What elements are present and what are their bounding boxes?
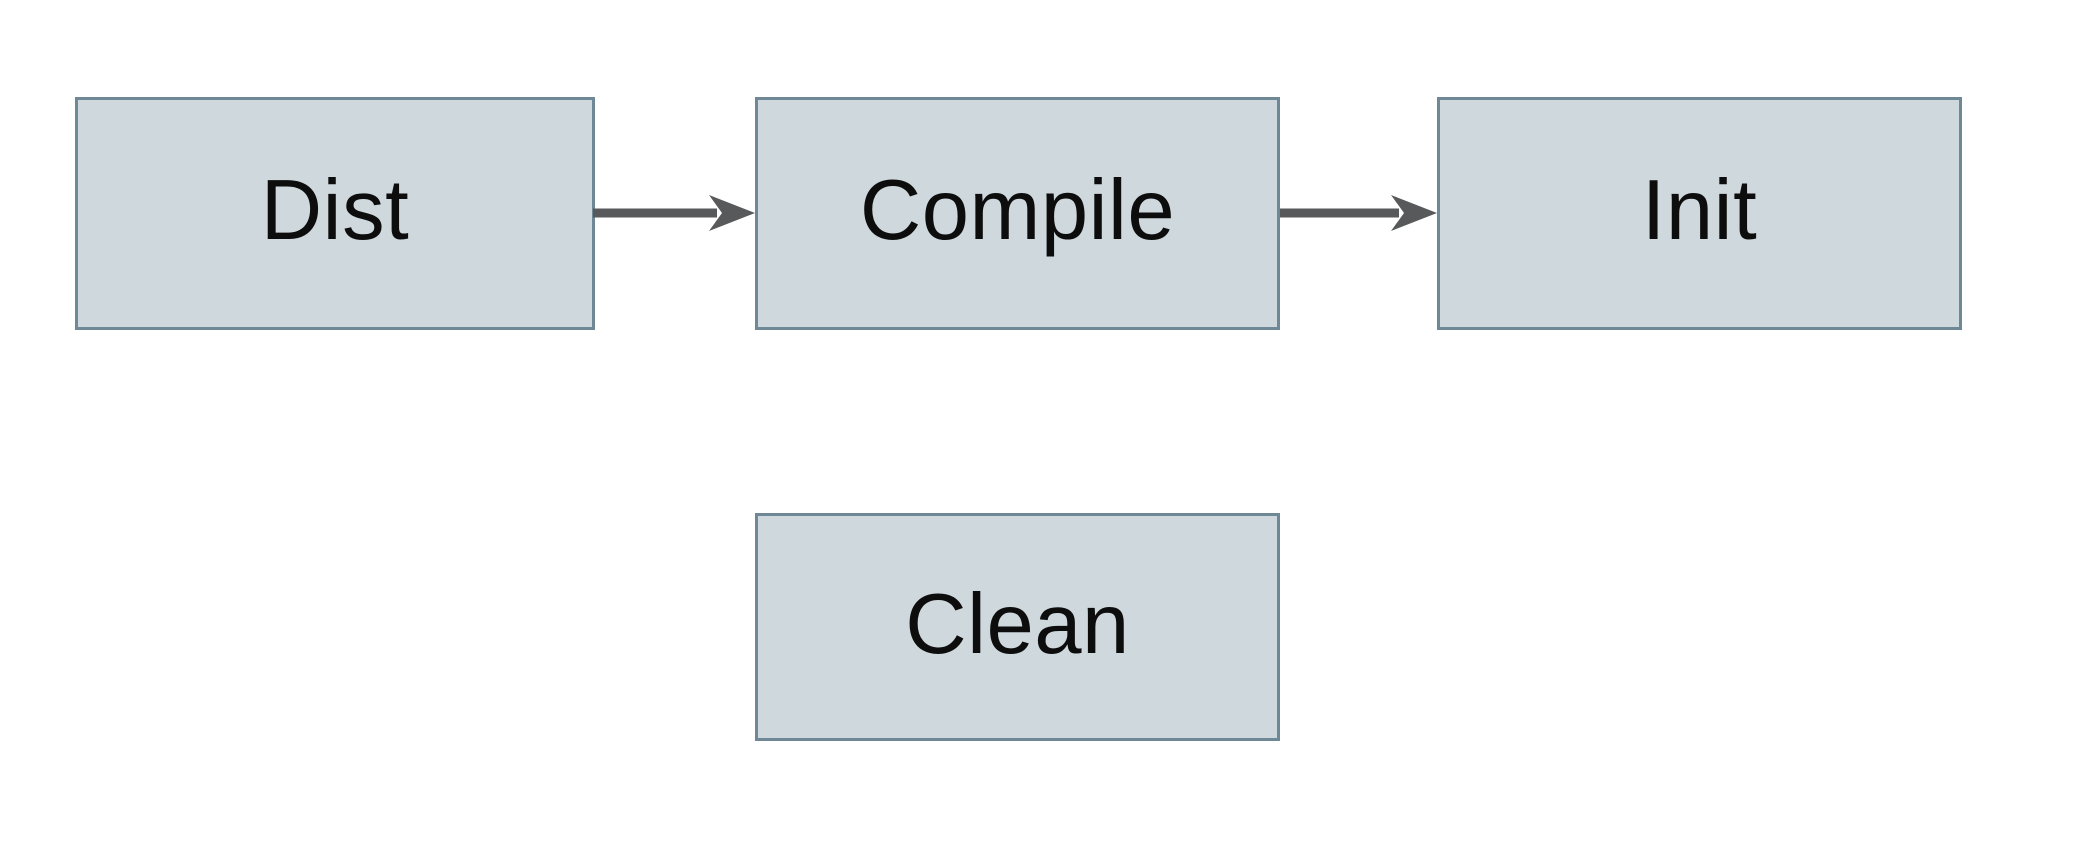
node-dist: Dist: [75, 97, 595, 330]
node-compile-label: Compile: [859, 163, 1176, 258]
node-clean-label: Clean: [905, 576, 1130, 672]
node-init: Init: [1437, 97, 1962, 330]
arrow-head-icon: [1391, 195, 1437, 231]
node-compile: Compile: [755, 97, 1280, 330]
arrow-dist-to-compile: [593, 195, 755, 231]
node-init-label: Init: [1641, 163, 1758, 258]
arrow-compile-to-init: [1280, 195, 1437, 231]
node-dist-label: Dist: [260, 163, 410, 258]
arrow-head-icon: [709, 195, 755, 231]
node-clean: Clean: [755, 513, 1280, 741]
